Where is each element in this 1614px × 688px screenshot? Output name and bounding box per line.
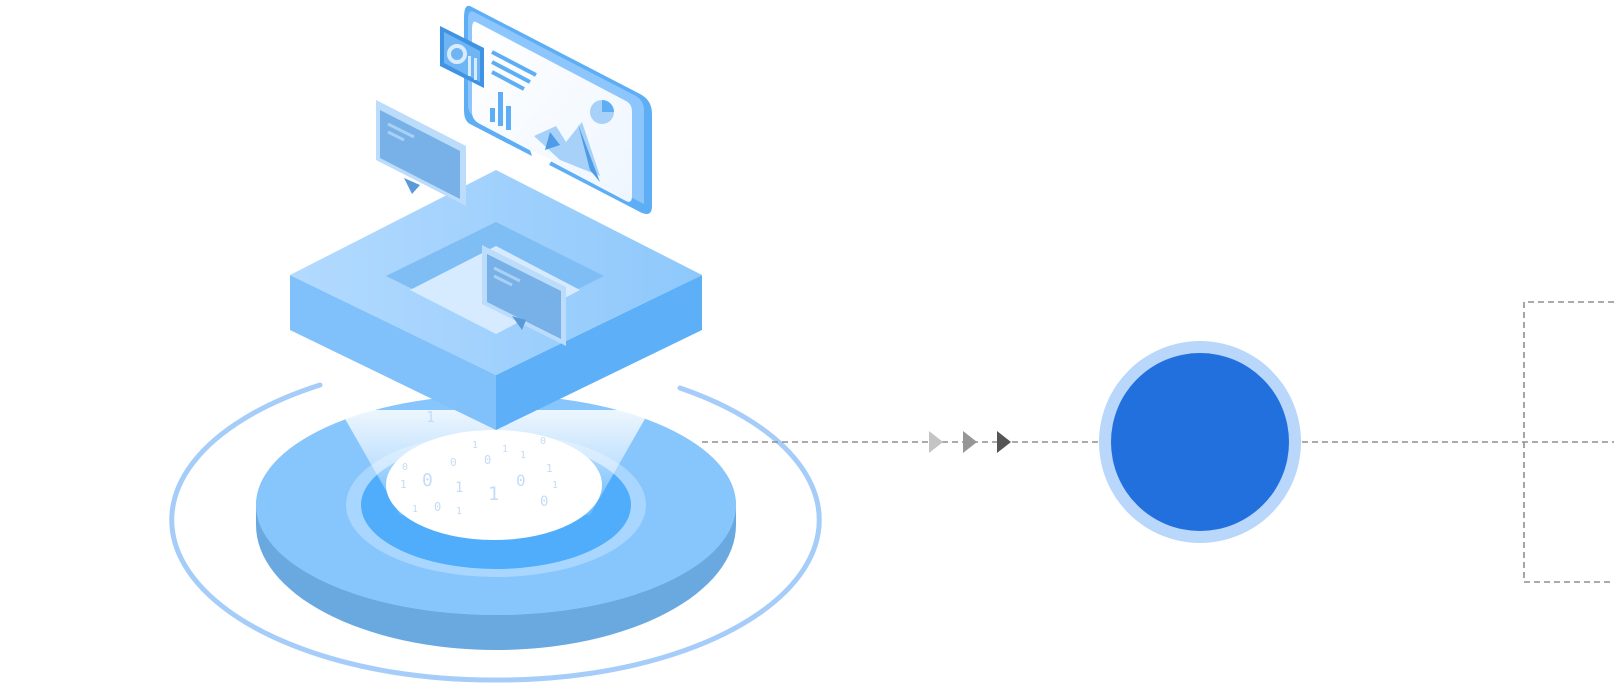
binary-digit: 1 bbox=[412, 504, 418, 515]
binary-digit: 0 bbox=[484, 453, 491, 467]
floating-chat-card bbox=[376, 100, 466, 206]
arrow-light-icon bbox=[929, 431, 943, 453]
binary-digit: 1 bbox=[472, 440, 478, 451]
binary-digit: 1 bbox=[520, 450, 526, 461]
binary-digit: 1 bbox=[455, 480, 463, 496]
orbit-ring bbox=[169, 382, 822, 683]
binary-digit: 1 bbox=[488, 483, 499, 505]
light-beam bbox=[340, 410, 650, 515]
arrow-dark-icon bbox=[997, 431, 1011, 453]
binary-digit: 1 bbox=[456, 506, 462, 517]
flow-connector bbox=[702, 431, 1614, 453]
binary-digit: 1 bbox=[426, 408, 435, 426]
binary-particles: 1 0 1 0 1 0 1 0 1 0 1 1 0 1 1 0 1 0 1 bbox=[400, 408, 558, 517]
dashed-placeholder-box bbox=[1523, 301, 1614, 583]
data-platform-illustration: 1 0 1 0 1 0 1 0 1 0 1 1 0 1 1 0 1 0 1 bbox=[169, 5, 822, 683]
arrow-mid-icon bbox=[963, 431, 977, 453]
binary-digit: 0 bbox=[422, 470, 433, 491]
binary-digit: 1 bbox=[400, 478, 407, 491]
node-core bbox=[1111, 353, 1289, 531]
binary-digit: 0 bbox=[516, 471, 526, 490]
binary-digit: 1 bbox=[502, 444, 508, 455]
inner-screen-card bbox=[482, 245, 566, 346]
binary-digit: 0 bbox=[450, 456, 457, 469]
binary-digit: 0 bbox=[434, 500, 441, 514]
binary-digit: 0 bbox=[402, 462, 408, 473]
binary-digit: 1 bbox=[552, 480, 558, 491]
process-node bbox=[1099, 341, 1301, 543]
binary-digit: 0 bbox=[540, 494, 548, 510]
binary-digit: 1 bbox=[546, 462, 553, 475]
dashboard-board bbox=[464, 5, 652, 214]
binary-digit: 0 bbox=[540, 436, 546, 447]
gauge-card bbox=[440, 26, 484, 88]
